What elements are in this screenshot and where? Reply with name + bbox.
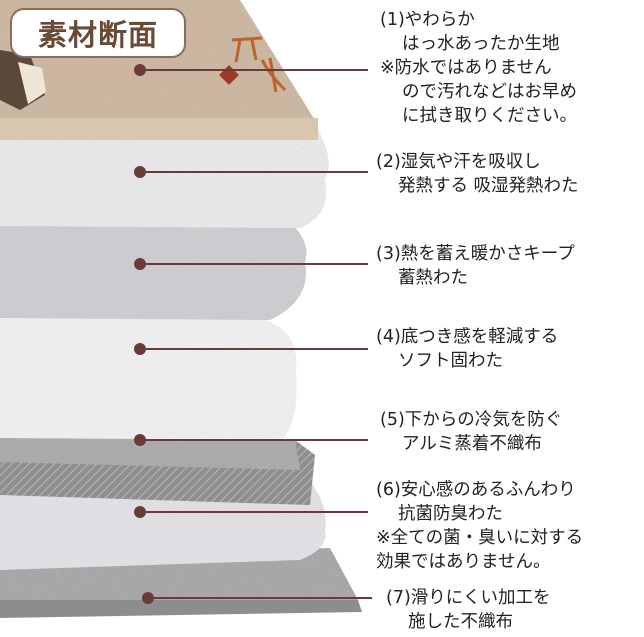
layer-label-1: (1)やわらか はっ水あったか生地 ※防水ではありません ので汚れなどはお早め … — [380, 8, 577, 128]
layer-label-2-line-2: 発熱する 吸湿発熱わた — [398, 176, 579, 196]
leader-line-6 — [134, 506, 368, 518]
layer-label-6: (6)安心感のあるふんわり 抗菌防臭わた ※全ての菌・臭いに対する 効果ではあり… — [376, 478, 583, 574]
layer-3-heat-storage-fiber — [0, 218, 307, 320]
leader-line-5 — [134, 434, 368, 446]
layer-label-2-line-1: (2)湿気や汗を吸収し — [376, 152, 541, 172]
layer-label-7-line-2: 施した不織布 — [408, 612, 513, 632]
layer-label-6-line-2: 抗菌防臭わた — [398, 504, 503, 524]
layer-label-1-line-2: はっ水あったか生地 — [402, 34, 560, 54]
leader-line-1 — [134, 64, 368, 76]
leader-line-3 — [134, 258, 368, 270]
layer-4-soft-fiber — [0, 315, 297, 440]
layer-label-6-line-4: 効果ではありません。 — [376, 552, 551, 572]
layer-label-5-line-2: アルミ蒸着不織布 — [402, 434, 542, 454]
leader-line-4 — [134, 343, 368, 355]
layer-label-3: (3)熱を蓄え暖かさキープ 蓄熱わた — [376, 242, 575, 290]
layer-label-6-line-3: ※全ての菌・臭いに対する — [376, 528, 584, 548]
title-badge: 素材断面 — [10, 8, 186, 58]
layer-label-1-line-3: ※防水ではありません — [380, 58, 552, 78]
layer-label-4: (4)底つき感を軽減する ソフト固わた — [376, 325, 558, 373]
layer-label-1-line-5: に拭き取りください。 — [402, 106, 577, 126]
layer-label-3-line-2: 蓄熱わた — [398, 268, 468, 288]
layer-label-3-line-1: (3)熱を蓄え暖かさキープ — [376, 244, 575, 264]
page-title: 素材断面 — [37, 18, 158, 52]
layer-label-4-line-1: (4)底つき感を軽減する — [376, 327, 559, 347]
layer-label-1-line-1: (1)やわらか — [380, 10, 475, 30]
layer-label-4-line-2: ソフト固わた — [398, 351, 503, 371]
layer-label-5: (5)下からの冷気を防ぐ アルミ蒸着不織布 — [380, 408, 562, 456]
layer-label-1-line-4: ので汚れなどはお早め — [402, 82, 577, 102]
layer-label-7-line-1: (7)滑りにくい加工を — [386, 588, 551, 608]
layer-label-7: (7)滑りにくい加工を 施した不織布 — [386, 586, 550, 634]
layer-label-2: (2)湿気や汗を吸収し 発熱する 吸湿発熱わた — [376, 150, 579, 198]
leader-line-2 — [134, 166, 368, 178]
layer-2-moisture-fiber — [0, 130, 329, 228]
layer-label-5-line-1: (5)下からの冷気を防ぐ — [380, 410, 563, 430]
layer-label-6-line-1: (6)安心感のあるふんわり — [376, 480, 576, 500]
leader-line-7 — [142, 592, 372, 604]
